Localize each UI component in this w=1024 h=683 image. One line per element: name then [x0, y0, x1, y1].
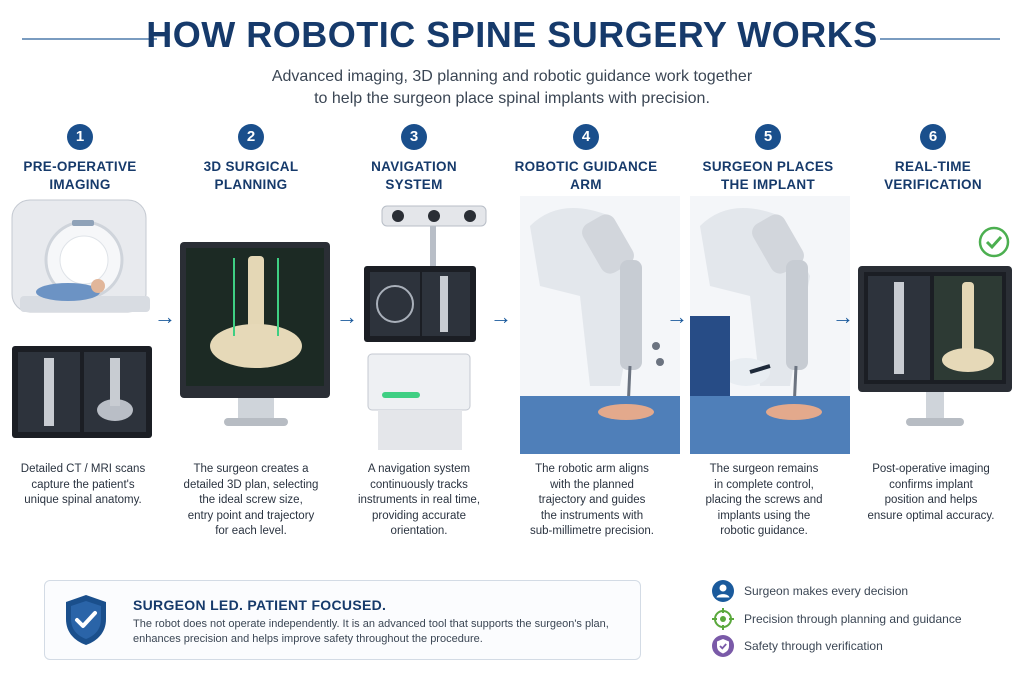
step-title: REAL-TIME VERIFICATION	[853, 158, 1013, 194]
shield-icon	[712, 635, 734, 657]
desc-line: unique spinal anatomy.	[24, 494, 142, 506]
flow-arrow: →	[832, 304, 854, 329]
step-title-line: NAVIGATION	[371, 159, 457, 174]
legend-label: Safety through verification	[744, 639, 883, 653]
callout-title: SURGEON LED. PATIENT FOCUSED.	[133, 597, 387, 613]
desc-line: orientation.	[390, 525, 448, 537]
legend-item-precision: Precision through planning and guidance	[712, 608, 1012, 632]
person-icon	[712, 580, 734, 602]
desc-line: position and helps	[884, 494, 978, 506]
legend-label: Surgeon makes every decision	[744, 584, 909, 598]
flow-arrow: →	[336, 304, 358, 329]
callout-text: The robot does not operate independently…	[133, 617, 633, 647]
ct-scanner-illustration	[11, 199, 152, 438]
step-title-line: IMAGING	[49, 177, 111, 192]
step-title: PRE-OPERATIVE IMAGING	[0, 158, 160, 194]
desc-line: Detailed CT / MRI scans	[20, 463, 146, 475]
desc-line: The surgeon remains	[709, 463, 819, 475]
callout-text-line: enhances precision and helps improve saf…	[133, 633, 483, 645]
desc-line: for each level.	[215, 525, 287, 537]
legend-item-surgeon: Surgeon makes every decision	[712, 580, 1012, 604]
title-row: HOW ROBOTIC SPINE SURGERY WORKS	[0, 14, 1024, 64]
surgeon-implant-illustration	[690, 196, 850, 454]
step-title: SURGEON PLACES THE IMPLANT	[688, 158, 848, 194]
step-title: ROBOTIC GUIDANCE ARM	[506, 158, 666, 194]
shield-check-icon	[66, 595, 106, 645]
title-divider-left	[22, 38, 157, 40]
desc-line: the instruments with	[540, 509, 644, 522]
desc-line: providing accurate	[372, 509, 466, 522]
step-title-line: THE IMPLANT	[720, 177, 816, 192]
desc-line: The robotic arm aligns	[535, 463, 649, 475]
step-number-badge: 3	[401, 124, 427, 150]
step-1: 1 PRE-OPERATIVE IMAGING	[0, 124, 160, 194]
step-title: NAVIGATION SYSTEM	[334, 158, 494, 194]
title-divider-right	[880, 38, 1000, 40]
desc-line: sub-millimetre precision.	[530, 525, 654, 537]
flow-arrow: →	[666, 304, 688, 329]
desc-line: confirms implant	[889, 478, 973, 491]
desc-line: placing the screws and	[705, 494, 823, 506]
desc-line: with the planned	[550, 478, 634, 491]
step-2: 2 3D SURGICAL PLANNING	[171, 124, 331, 194]
step-title-line: ARM	[570, 177, 602, 192]
page-title: HOW ROBOTIC SPINE SURGERY WORKS	[146, 14, 878, 55]
legend-label: Precision through planning and guidance	[744, 612, 962, 626]
step-number-badge: 2	[238, 124, 264, 150]
step-title-line: SYSTEM	[385, 177, 443, 192]
step-title-line: PRE-OPERATIVE	[23, 159, 137, 174]
subtitle-line: to help the surgeon place spinal implant…	[314, 90, 710, 107]
robotic-arm-illustration	[520, 196, 680, 454]
desc-line: instruments in real time,	[357, 494, 481, 506]
step-3-description: A navigation system continuously tracks …	[334, 462, 504, 540]
step-4: 4 ROBOTIC GUIDANCE ARM	[506, 124, 666, 194]
desc-line: continuously tracks	[370, 478, 468, 491]
step-number-badge: 4	[573, 124, 599, 150]
desc-line: The surgeon creates a	[193, 463, 309, 475]
step-title-line: REAL-TIME	[894, 159, 972, 174]
step-1-description: Detailed CT / MRI scans capture the pati…	[0, 462, 168, 509]
desc-line: in complete control,	[714, 478, 814, 491]
verification-monitor-illustration	[858, 226, 1012, 426]
desc-line: Post-operative imaging	[872, 463, 990, 475]
step-title-line: PLANNING	[214, 177, 288, 192]
surgeon-led-callout: SURGEON LED. PATIENT FOCUSED. The robot …	[44, 580, 641, 660]
page-subtitle: Advanced imaging, 3D planning and roboti…	[212, 66, 812, 110]
step-number-badge: 1	[67, 124, 93, 150]
desc-line: trajectory and guides	[538, 494, 646, 506]
step-3: 3 NAVIGATION SYSTEM	[334, 124, 494, 194]
step-title: 3D SURGICAL PLANNING	[171, 158, 331, 194]
desc-line: entry point and trajectory	[187, 509, 315, 522]
planning-monitor-illustration	[180, 242, 330, 426]
desc-line: A navigation system	[367, 463, 471, 475]
desc-line: capture the patient's	[31, 478, 135, 491]
crosshair-icon	[712, 608, 734, 630]
flow-arrow: →	[154, 304, 176, 329]
desc-line: detailed 3D plan, selecting	[183, 478, 319, 491]
step-title-line: SURGEON PLACES	[702, 159, 834, 174]
desc-line: the ideal screw size,	[199, 494, 303, 506]
step-5: 5 SURGEON PLACES THE IMPLANT	[688, 124, 848, 194]
step-5-description: The surgeon remains in complete control,…	[679, 462, 849, 540]
subtitle-line: Advanced imaging, 3D planning and roboti…	[271, 68, 753, 85]
step-title-line: 3D SURGICAL	[203, 159, 299, 174]
step-title-line: ROBOTIC GUIDANCE	[514, 159, 658, 174]
legend-item-safety: Safety through verification	[712, 635, 1012, 659]
desc-line: robotic guidance.	[720, 525, 808, 537]
step-4-description: The robotic arm aligns with the planned …	[507, 462, 677, 540]
check-icon	[978, 226, 1010, 258]
step-title-line: VERIFICATION	[884, 177, 982, 192]
callout-text-line: The robot does not operate independently…	[133, 618, 609, 630]
desc-line: ensure optimal accuracy.	[867, 509, 995, 522]
step-2-description: The surgeon creates a detailed 3D plan, …	[166, 462, 336, 540]
step-number-badge: 6	[920, 124, 946, 150]
step-6-description: Post-operative imaging confirms implant …	[846, 462, 1016, 524]
navigation-system-illustration	[364, 205, 487, 450]
flow-arrow: →	[490, 304, 512, 329]
step-6: 6 REAL-TIME VERIFICATION	[853, 124, 1013, 194]
step-number-badge: 5	[755, 124, 781, 150]
desc-line: implants using the	[717, 509, 811, 522]
